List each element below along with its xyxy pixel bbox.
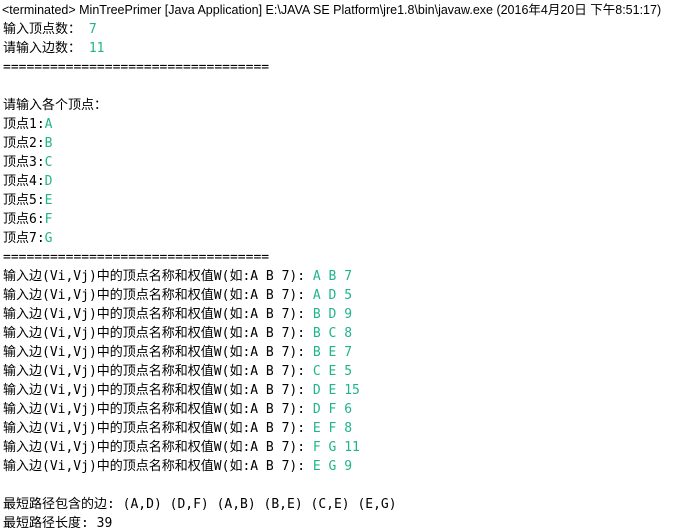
console-line: 输入边(Vi,Vj)中的顶点名称和权值W(如:A B 7): E G 9	[3, 457, 697, 476]
console-line	[3, 77, 697, 96]
console-line: 顶点6:F	[3, 210, 697, 229]
console-line: 最短路径长度: 39	[3, 514, 697, 528]
console-user-input: B D 9	[312, 307, 353, 322]
console-output-text: 顶点4:	[3, 174, 45, 189]
console-line: 请输入各个顶点：	[3, 96, 697, 115]
console-line: 输入顶点数： 7	[3, 20, 697, 39]
console-line: 请输入边数： 11	[3, 39, 697, 58]
console-output-text: 顶点3:	[3, 155, 45, 170]
console-user-input: C E 5	[312, 364, 353, 379]
console-user-input: B C 8	[312, 326, 353, 341]
console-output-text: 顶点2:	[3, 136, 45, 151]
console-user-input: D E 15	[312, 383, 360, 398]
console-output-text: 请输入边数：	[3, 41, 89, 56]
console-output-text: ==================================	[3, 60, 270, 75]
console-line: 顶点4:D	[3, 172, 697, 191]
console-output-text: 输入边(Vi,Vj)中的顶点名称和权值W(如:A B 7):	[3, 440, 313, 455]
console-user-input: F G 11	[312, 440, 360, 455]
console-line: 输入边(Vi,Vj)中的顶点名称和权值W(如:A B 7): E F 8	[3, 419, 697, 438]
console-user-input: E	[44, 193, 53, 208]
console-line: 顶点5:E	[3, 191, 697, 210]
console-user-input: A D 5	[312, 288, 353, 303]
console-output-text: 输入边(Vi,Vj)中的顶点名称和权值W(如:A B 7):	[3, 288, 313, 303]
console-output-text: 输入顶点数：	[3, 22, 89, 37]
console-output-text: 请输入各个顶点：	[3, 98, 108, 113]
console-user-input: 11	[88, 41, 105, 56]
console-user-input: B E 7	[312, 345, 353, 360]
console-line	[3, 476, 697, 495]
console-output-text: 输入边(Vi,Vj)中的顶点名称和权值W(如:A B 7):	[3, 402, 313, 417]
console-line: 最短路径包含的边: (A,D) (D,F) (A,B) (B,E) (C,E) …	[3, 495, 697, 514]
console-user-input: A B 7	[312, 269, 353, 284]
console-user-input: D F 6	[312, 402, 353, 417]
console-output-text: 输入边(Vi,Vj)中的顶点名称和权值W(如:A B 7):	[3, 383, 313, 398]
console-line: 顶点3:C	[3, 153, 697, 172]
console-output-text: 最短路径长度: 39	[3, 516, 113, 528]
console-user-input: A	[44, 117, 53, 132]
console-output-text: 顶点1:	[3, 117, 45, 132]
console-line: ==================================	[3, 58, 697, 77]
console-output-text: 顶点6:	[3, 212, 45, 227]
console-output-text: 最短路径包含的边: (A,D) (D,F) (A,B) (B,E) (C,E) …	[3, 497, 397, 512]
console-user-input: 7	[88, 22, 97, 37]
console-output-text: 输入边(Vi,Vj)中的顶点名称和权值W(如:A B 7):	[3, 269, 313, 284]
console-output-text: 输入边(Vi,Vj)中的顶点名称和权值W(如:A B 7):	[3, 326, 313, 341]
console-line: 输入边(Vi,Vj)中的顶点名称和权值W(如:A B 7): B E 7	[3, 343, 697, 362]
console-line: 输入边(Vi,Vj)中的顶点名称和权值W(如:A B 7): A B 7	[3, 267, 697, 286]
console-user-input: F	[44, 212, 53, 227]
console-user-input: E G 9	[312, 459, 353, 474]
console-line: 输入边(Vi,Vj)中的顶点名称和权值W(如:A B 7): A D 5	[3, 286, 697, 305]
console-line: 顶点2:B	[3, 134, 697, 153]
console-user-input: C	[44, 155, 53, 170]
console-output-text: ==================================	[3, 250, 270, 265]
console-line: 输入边(Vi,Vj)中的顶点名称和权值W(如:A B 7): F G 11	[3, 438, 697, 457]
console-line: 顶点1:A	[3, 115, 697, 134]
console-user-input: D	[44, 174, 53, 189]
console-output-text: 输入边(Vi,Vj)中的顶点名称和权值W(如:A B 7):	[3, 364, 313, 379]
console-user-input: E F 8	[312, 421, 353, 436]
console-line: ==================================	[3, 248, 697, 267]
console-output-text: 输入边(Vi,Vj)中的顶点名称和权值W(如:A B 7):	[3, 459, 313, 474]
console-line: 输入边(Vi,Vj)中的顶点名称和权值W(如:A B 7): B D 9	[3, 305, 697, 324]
console-line: 输入边(Vi,Vj)中的顶点名称和权值W(如:A B 7): C E 5	[3, 362, 697, 381]
console-line: 顶点7:G	[3, 229, 697, 248]
console-line: 输入边(Vi,Vj)中的顶点名称和权值W(如:A B 7): B C 8	[3, 324, 697, 343]
console-line: 输入边(Vi,Vj)中的顶点名称和权值W(如:A B 7): D E 15	[3, 381, 697, 400]
console-user-input: G	[44, 231, 53, 246]
console-user-input: B	[44, 136, 53, 151]
console-header: <terminated> MinTreePrimer [Java Applica…	[2, 3, 662, 17]
console-output-text: 输入边(Vi,Vj)中的顶点名称和权值W(如:A B 7):	[3, 307, 313, 322]
console-line: 输入边(Vi,Vj)中的顶点名称和权值W(如:A B 7): D F 6	[3, 400, 697, 419]
console-output-text: 顶点7:	[3, 231, 45, 246]
console-output-text: 输入边(Vi,Vj)中的顶点名称和权值W(如:A B 7):	[3, 345, 313, 360]
console-output-text: 输入边(Vi,Vj)中的顶点名称和权值W(如:A B 7):	[3, 421, 313, 436]
console-output-text: 顶点5:	[3, 193, 45, 208]
